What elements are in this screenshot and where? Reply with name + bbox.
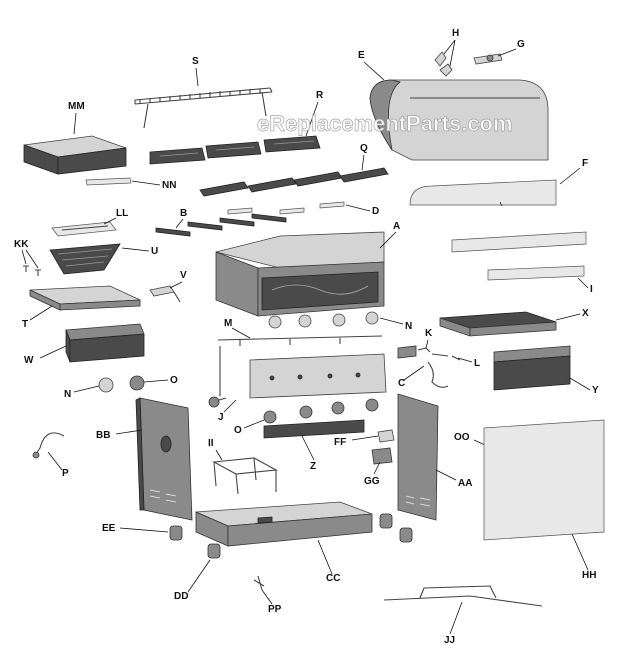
label-ll: LL: [116, 208, 128, 219]
part-k-igniter[interactable]: [397, 345, 431, 359]
label-l: L: [474, 358, 480, 369]
label-q: Q: [360, 143, 368, 154]
label-oo: OO: [454, 432, 470, 443]
part-c-ignition-wire[interactable]: [427, 361, 449, 388]
label-v: V: [180, 270, 187, 281]
label-cc: CC: [326, 573, 340, 584]
label-c: C: [398, 378, 405, 389]
label-t: T: [22, 319, 28, 330]
part-a-firebox[interactable]: [215, 231, 385, 317]
label-n-lower: N: [64, 389, 71, 400]
part-hh-door[interactable]: [483, 419, 605, 541]
part-ll-smoker-lid[interactable]: [51, 221, 117, 237]
part-kk-screws[interactable]: [23, 265, 41, 276]
label-h: H: [452, 28, 459, 39]
part-mm-side-burner-lid[interactable]: [23, 135, 127, 175]
label-kk: KK: [14, 239, 29, 250]
part-u-smoker-basket[interactable]: [49, 243, 121, 275]
label-a: A: [393, 221, 400, 232]
label-mm: MM: [68, 101, 85, 112]
part-j-control-panel[interactable]: [208, 346, 387, 408]
label-d: D: [372, 206, 379, 217]
label-ee: EE: [102, 523, 116, 534]
part-jj-tank-holder[interactable]: [383, 585, 543, 607]
part-cc-bottom-shelf[interactable]: [195, 501, 373, 547]
part-o-knob-bezel[interactable]: [129, 375, 145, 391]
label-s: S: [192, 56, 199, 67]
label-f: F: [582, 158, 588, 169]
part-d-heat-deflectors[interactable]: [227, 201, 345, 215]
part-back-shield[interactable]: [451, 231, 587, 253]
part-pp-igniter-key[interactable]: [253, 575, 265, 591]
label-bb: BB: [96, 430, 110, 441]
part-b-burner-tubes[interactable]: [155, 213, 287, 237]
label-o-lower: O: [234, 425, 242, 436]
part-q-flame-tamers[interactable]: [199, 167, 389, 197]
part-z-bottom-trim[interactable]: [263, 419, 365, 439]
label-i: I: [590, 284, 593, 295]
part-ii-cross-brace[interactable]: [212, 457, 278, 495]
part-t-side-shelf-frame[interactable]: [29, 285, 141, 311]
watermark: eReplacementParts.com: [257, 111, 513, 136]
label-aa: AA: [458, 478, 472, 489]
part-f-rear-panel[interactable]: [409, 179, 557, 207]
part-e-lid[interactable]: [369, 79, 549, 161]
part-v-side-burner-valve[interactable]: [149, 285, 181, 303]
part-nn-side-lid-handle[interactable]: [85, 177, 132, 186]
part-s-warming-rack[interactable]: [134, 87, 273, 129]
part-h-handle-brackets[interactable]: [434, 51, 453, 77]
label-gg: GG: [364, 476, 380, 487]
part-aa-right-cart-panel[interactable]: [397, 393, 439, 521]
label-ii: II: [208, 438, 214, 449]
label-x: X: [582, 308, 589, 319]
part-m-manifold[interactable]: [217, 335, 383, 346]
label-o-upper: O: [170, 375, 178, 386]
part-x-right-shelf[interactable]: [439, 311, 557, 337]
label-pp: PP: [268, 604, 282, 615]
part-n-side-knob[interactable]: [98, 377, 114, 393]
part-g-thermometer[interactable]: [473, 53, 503, 65]
label-y: Y: [592, 385, 599, 396]
label-m: M: [224, 318, 232, 329]
part-ff-regulator[interactable]: [377, 429, 395, 443]
label-g: G: [517, 39, 525, 50]
label-ff: FF: [334, 437, 346, 448]
part-p-hose-clip[interactable]: [32, 432, 65, 459]
label-u: U: [151, 246, 158, 257]
part-r-cooking-grates[interactable]: [149, 135, 321, 165]
part-dd-locking-caster[interactable]: [207, 543, 221, 559]
label-p: P: [62, 468, 69, 479]
part-bb-left-cart-panel[interactable]: [135, 397, 193, 521]
part-y-right-side-panel[interactable]: [493, 345, 571, 391]
part-n-control-knobs[interactable]: [268, 311, 379, 329]
part-w-left-side-panel[interactable]: [65, 323, 145, 363]
label-r: R: [316, 90, 324, 101]
label-w: W: [24, 355, 34, 366]
label-nn: NN: [162, 180, 176, 191]
label-e: E: [358, 50, 365, 61]
label-b: B: [180, 208, 187, 219]
label-n-upper: N: [405, 321, 412, 332]
label-dd: DD: [174, 591, 188, 602]
label-k: K: [425, 328, 433, 339]
label-jj: JJ: [444, 635, 455, 646]
label-hh: HH: [582, 570, 596, 581]
label-j: J: [218, 412, 224, 423]
part-ee-casters[interactable]: [169, 513, 413, 543]
part-i-rear-rail[interactable]: [487, 265, 585, 281]
part-o-bezels-row[interactable]: [263, 398, 379, 424]
part-gg-tank-scale[interactable]: [371, 447, 393, 465]
label-z: Z: [310, 461, 316, 472]
part-l-electrode-wire[interactable]: [431, 353, 461, 361]
